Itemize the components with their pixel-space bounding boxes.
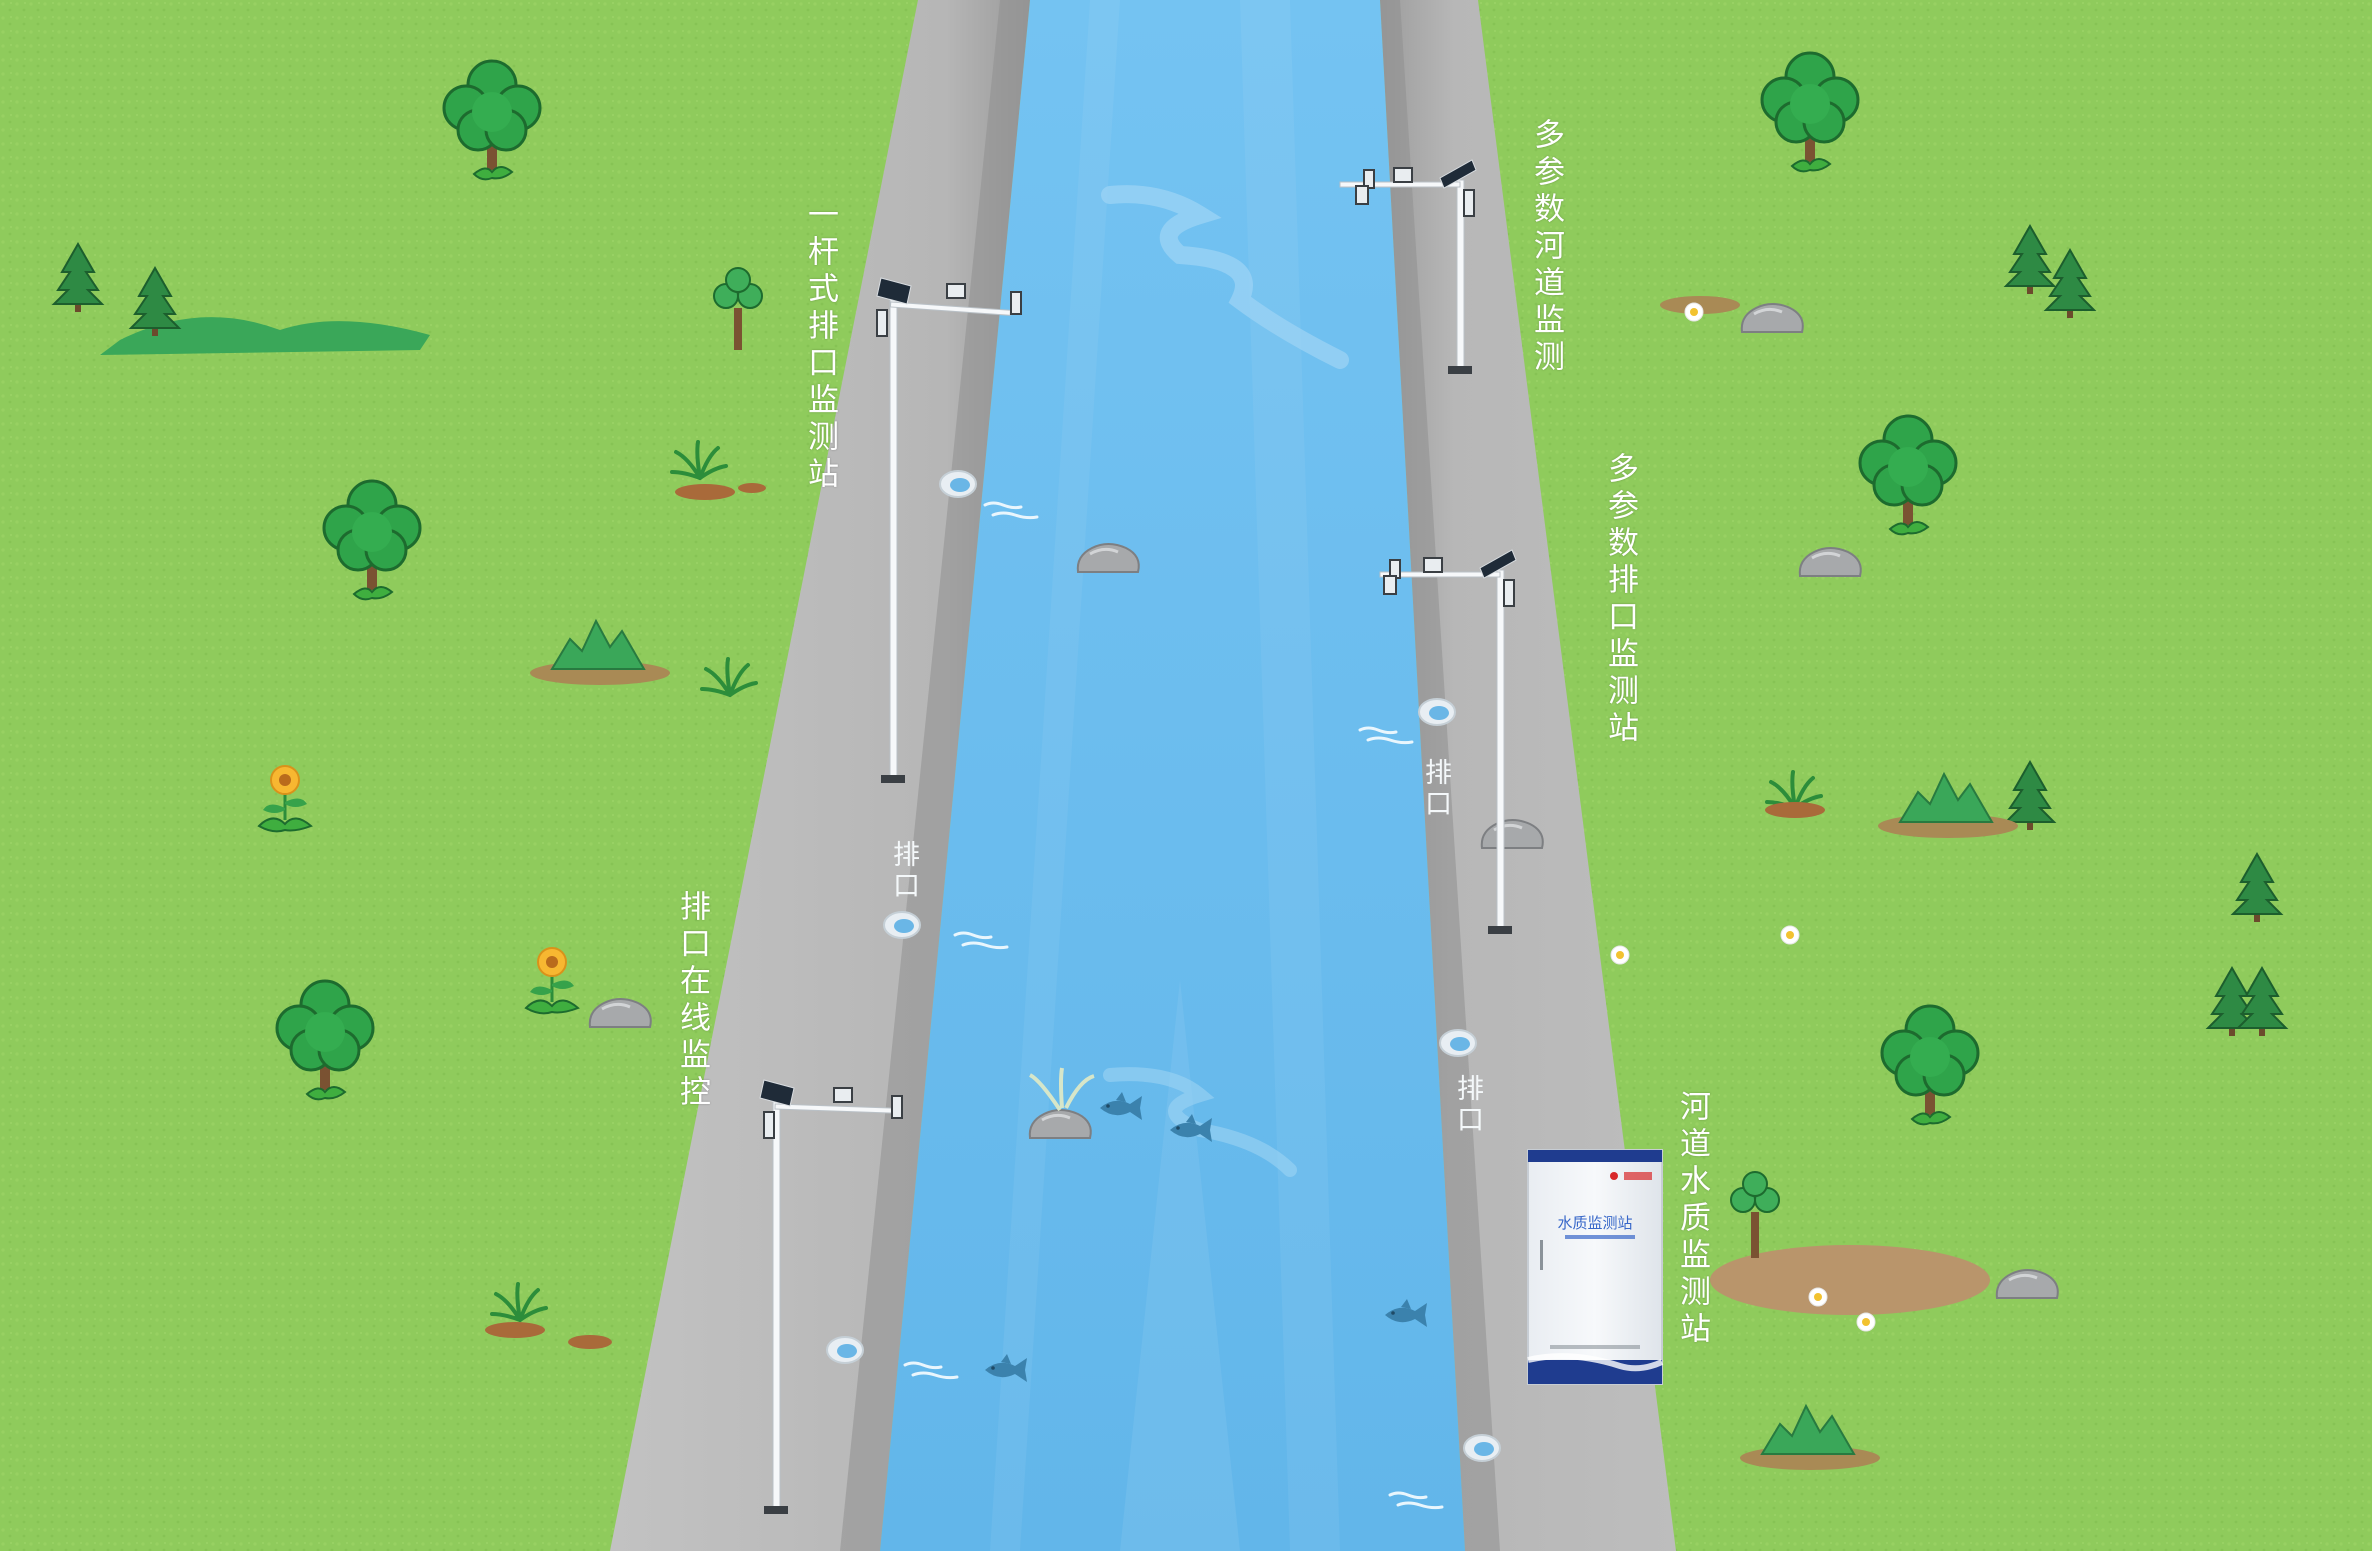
- water-quality-cabinet: [1527, 1149, 1664, 1385]
- label-multi-param-outlet-station: 多参数排口监测站: [1602, 452, 1638, 748]
- pole-multi-param-river: [1339, 159, 1477, 374]
- pole-one-pole-outlet-station: [876, 277, 1022, 783]
- label-multi-param-river: 多参数河道监测: [1528, 118, 1564, 377]
- cabinet-title: 水质监测站: [1557, 1214, 1632, 1232]
- pole-outlet-online-monitor: [759, 1079, 903, 1514]
- label-outlet-right-upper: 排口: [1420, 758, 1451, 820]
- label-one-pole-outlet-station: 一杆式排口监测站: [802, 198, 838, 494]
- forest-hills: [53, 243, 430, 355]
- label-outlet-left-upper: 排口: [888, 840, 919, 902]
- label-outlet-online-monitor: 排口在线监控: [674, 890, 710, 1112]
- pole-multi-param-outlet-station: [1379, 549, 1517, 934]
- label-outlet-right-lower: 排口: [1452, 1074, 1483, 1136]
- label-river-water-quality-station: 河道水质监测站: [1674, 1090, 1710, 1349]
